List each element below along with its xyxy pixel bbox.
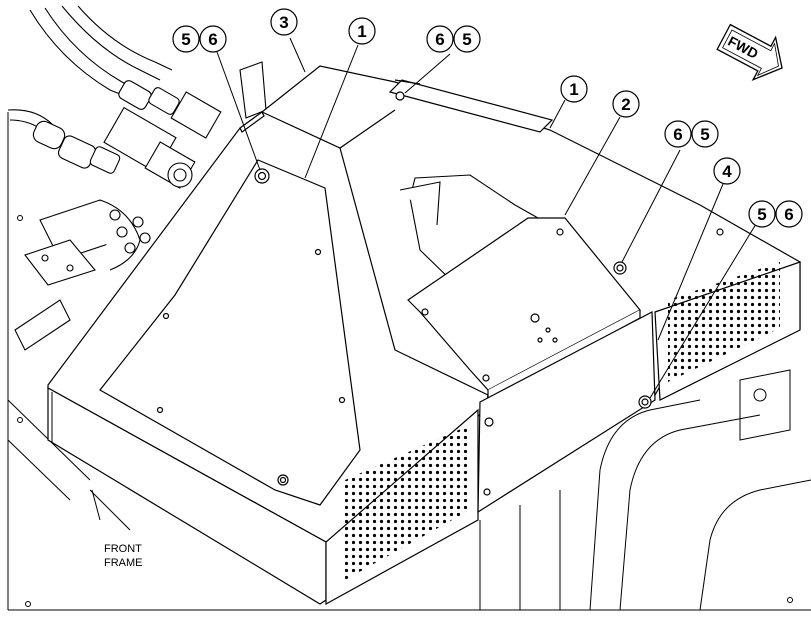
- front-frame-label-line2: FRAME: [104, 557, 143, 569]
- right-vent-panel: [638, 228, 801, 409]
- hose-assembly: [7, 5, 267, 351]
- center-vent-face: [477, 311, 656, 514]
- callout-number: 4: [722, 162, 732, 181]
- callout-number: 1: [357, 22, 366, 41]
- callout-number: 5: [700, 125, 709, 144]
- callout-number: 6: [435, 30, 444, 49]
- forward-direction-arrow: FWD: [716, 23, 783, 82]
- left-access-panel: [99, 159, 361, 506]
- callout-1-right: 1: [560, 75, 588, 103]
- callout-number: 5: [462, 30, 471, 49]
- callout-1-left: 1: [348, 17, 376, 45]
- callout-5-6-left: 5 6: [172, 25, 227, 53]
- callout-3: 3: [270, 8, 298, 36]
- leader-lines: [91, 37, 757, 521]
- callout-6-5-right: 6 5: [664, 120, 719, 148]
- callout-number: 3: [279, 13, 288, 32]
- callout-number: 6: [208, 30, 217, 49]
- callout-4: 4: [713, 157, 741, 185]
- left-vent-face: [47, 386, 479, 606]
- background-frame: [7, 112, 811, 611]
- callout-number: 2: [621, 95, 630, 114]
- callout-5-6-right: 5 6: [748, 200, 803, 228]
- front-frame-label-line1: FRONT: [104, 543, 142, 555]
- callout-number: 5: [181, 30, 190, 49]
- callout-number: 1: [569, 80, 578, 99]
- callout-number: 6: [784, 205, 793, 224]
- callout-2: 2: [612, 90, 640, 118]
- front-frame-note: FRONT FRAME: [104, 543, 143, 569]
- callout-6-5-top: 6 5: [426, 25, 481, 53]
- callout-number: 5: [757, 205, 766, 224]
- callout-number: 6: [673, 125, 682, 144]
